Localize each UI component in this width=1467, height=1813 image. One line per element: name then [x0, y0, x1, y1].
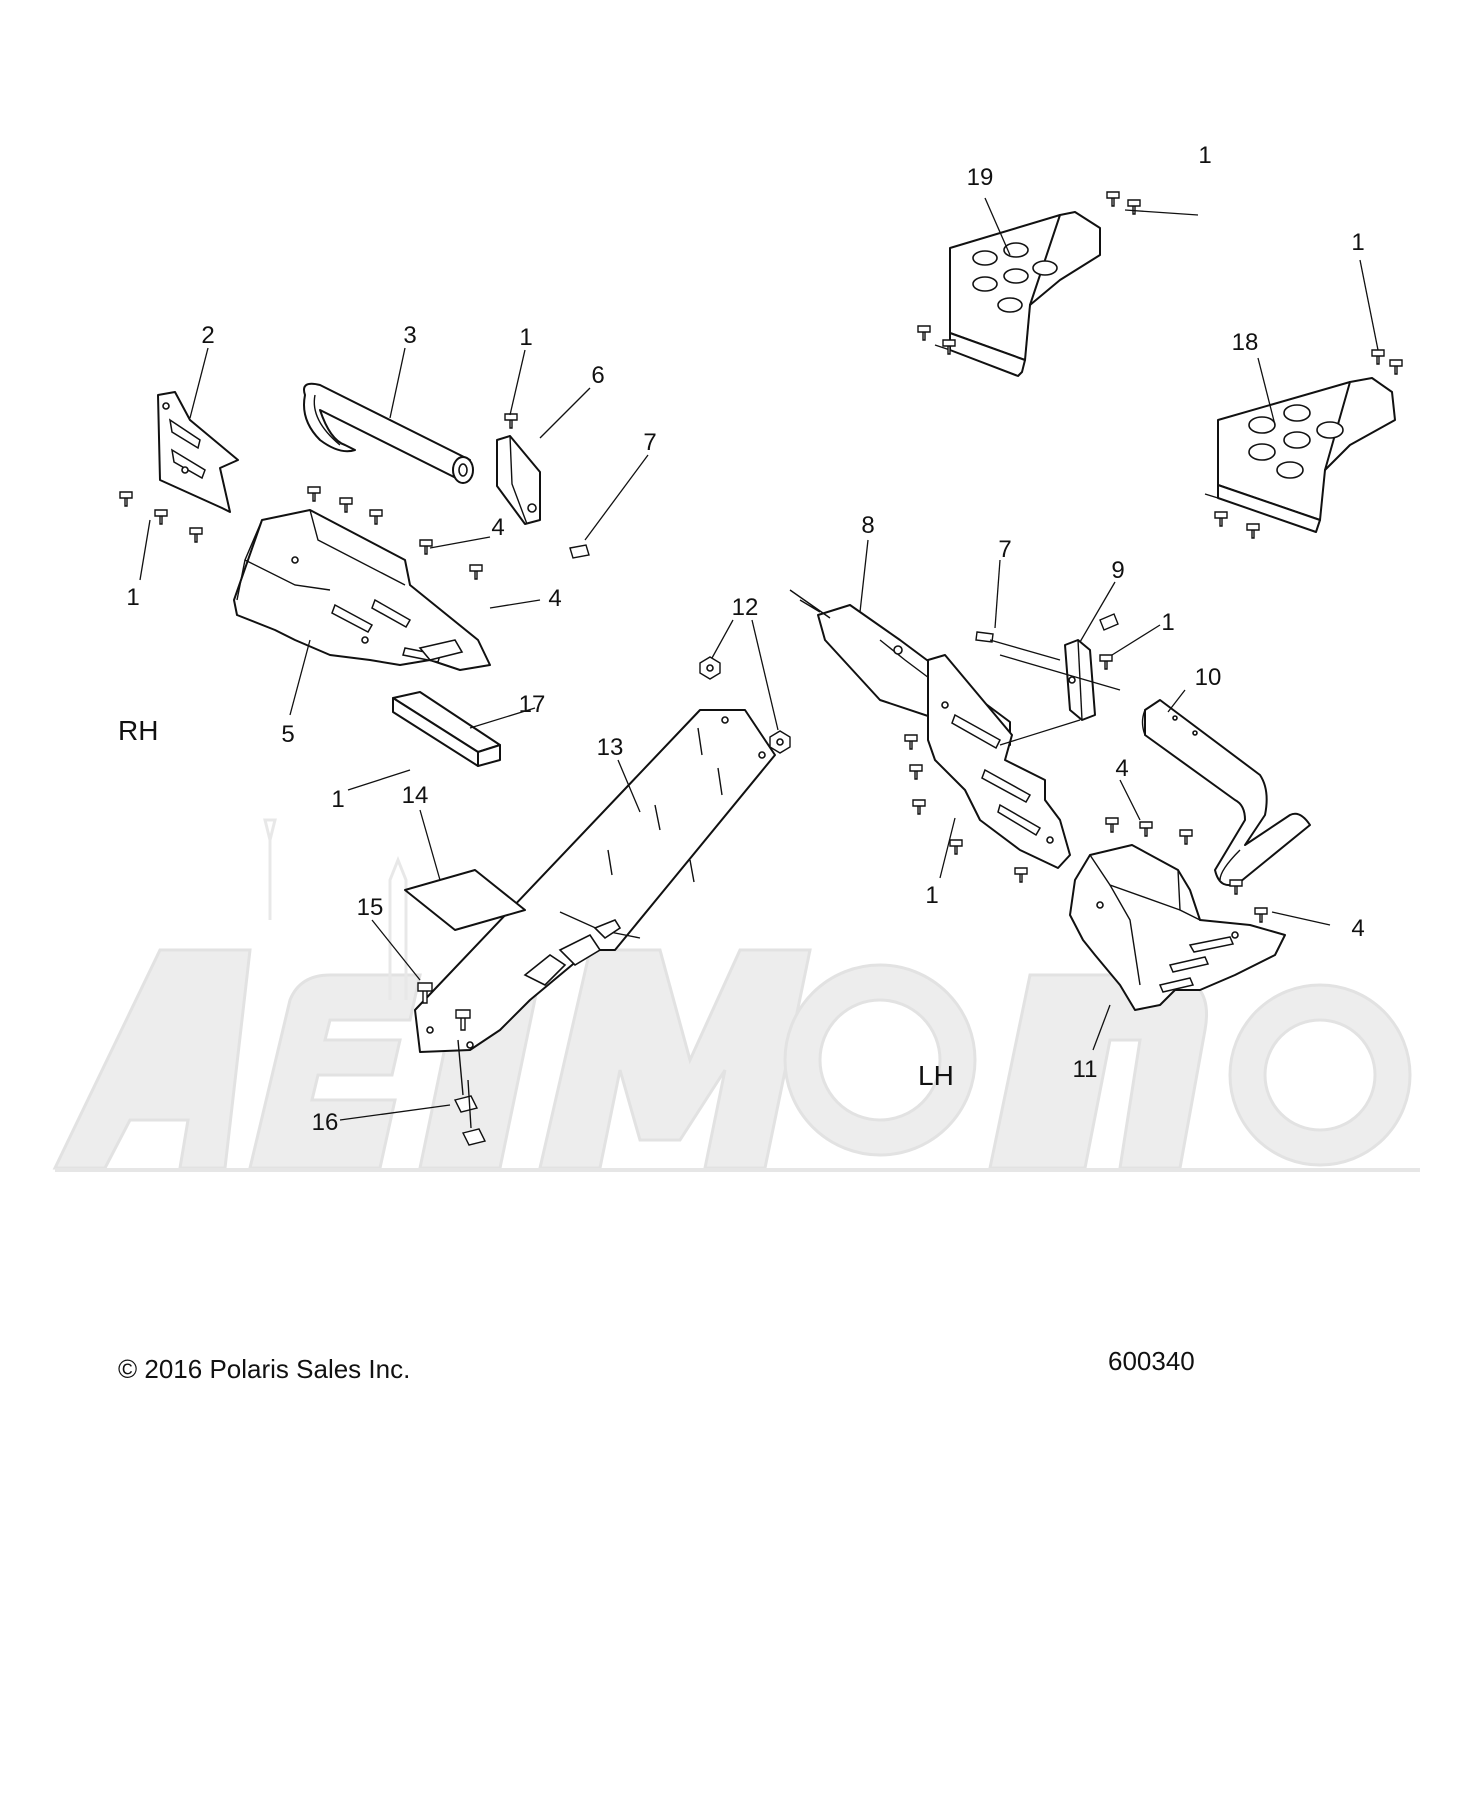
part-15-bolts	[417, 982, 471, 1031]
part-16-clips	[453, 1039, 487, 1146]
lh-footrest-bolts	[1105, 817, 1268, 923]
callout-14: 14	[402, 782, 429, 809]
leader-lines	[139, 197, 1379, 1121]
callout-1-lower-plate: 1	[1351, 229, 1364, 256]
diagram-number: 600340	[1108, 1346, 1195, 1376]
part-3-rh-tube	[303, 382, 474, 484]
part-12-nuts	[699, 656, 791, 754]
callout-4-rh-lower: 4	[548, 585, 561, 612]
lh-frame-plate	[927, 654, 1071, 869]
label-lh: LH	[918, 1060, 954, 1091]
label-rh: RH	[118, 715, 158, 746]
upper-plate-bolts	[917, 191, 1141, 355]
rh-footrest-bolts	[307, 486, 483, 580]
callout-18: 18	[1232, 329, 1259, 356]
callout-numbers: 2 3 1 6 7 1 4 4 5 17 1 12 13 14 15 16 1 …	[126, 142, 1364, 1136]
callout-17: 17	[519, 691, 546, 718]
callout-1-lh-plate: 1	[925, 882, 938, 909]
callout-7-rh: 7	[643, 429, 656, 456]
callout-1-upper-plate: 1	[1198, 142, 1211, 169]
callout-1-angle-bracket: 1	[331, 786, 344, 813]
part-9-lh-clamp	[1064, 639, 1096, 721]
callout-16: 16	[312, 1109, 339, 1136]
callout-7-lh: 7	[998, 536, 1011, 563]
callout-4-lh-lower: 4	[1351, 915, 1364, 942]
callout-19: 19	[967, 164, 994, 191]
lh-frame-bolts	[904, 613, 1119, 883]
callout-6: 6	[591, 362, 604, 389]
part-17-angle-bracket	[392, 691, 501, 767]
part-2-rh-bracket	[157, 391, 239, 513]
lower-plate-bolts	[1214, 349, 1403, 539]
callout-8: 8	[861, 512, 874, 539]
callout-4-rh-upper: 4	[491, 514, 504, 541]
callout-15: 15	[357, 894, 384, 921]
callout-3: 3	[403, 322, 416, 349]
part-19-upper-plate	[934, 211, 1101, 377]
callout-4-lh-upper: 4	[1115, 755, 1128, 782]
callout-2: 2	[201, 322, 214, 349]
callout-1-rh-clamp: 1	[519, 324, 532, 351]
callout-1-lh-clamp: 1	[1161, 609, 1174, 636]
callout-1-rh-bracket: 1	[126, 584, 139, 611]
part-18-lower-plate	[1204, 377, 1396, 533]
callout-11: 11	[1073, 1056, 1098, 1083]
copyright-text: © 2016 Polaris Sales Inc.	[118, 1354, 410, 1384]
part-13-skid-plate	[414, 709, 776, 1053]
rh-bracket-bolts	[119, 491, 203, 543]
part-6-rh-clamp	[496, 413, 590, 559]
callout-10: 10	[1195, 664, 1222, 691]
part-5-rh-footrest	[233, 509, 491, 671]
callout-9: 9	[1111, 557, 1124, 584]
part-11-lh-footrest	[1069, 844, 1286, 1011]
callout-12: 12	[732, 594, 759, 621]
part-14-decal	[404, 869, 526, 931]
callout-5: 5	[281, 721, 294, 748]
part-10-lh-tube	[1141, 699, 1311, 886]
callout-13: 13	[597, 734, 624, 761]
